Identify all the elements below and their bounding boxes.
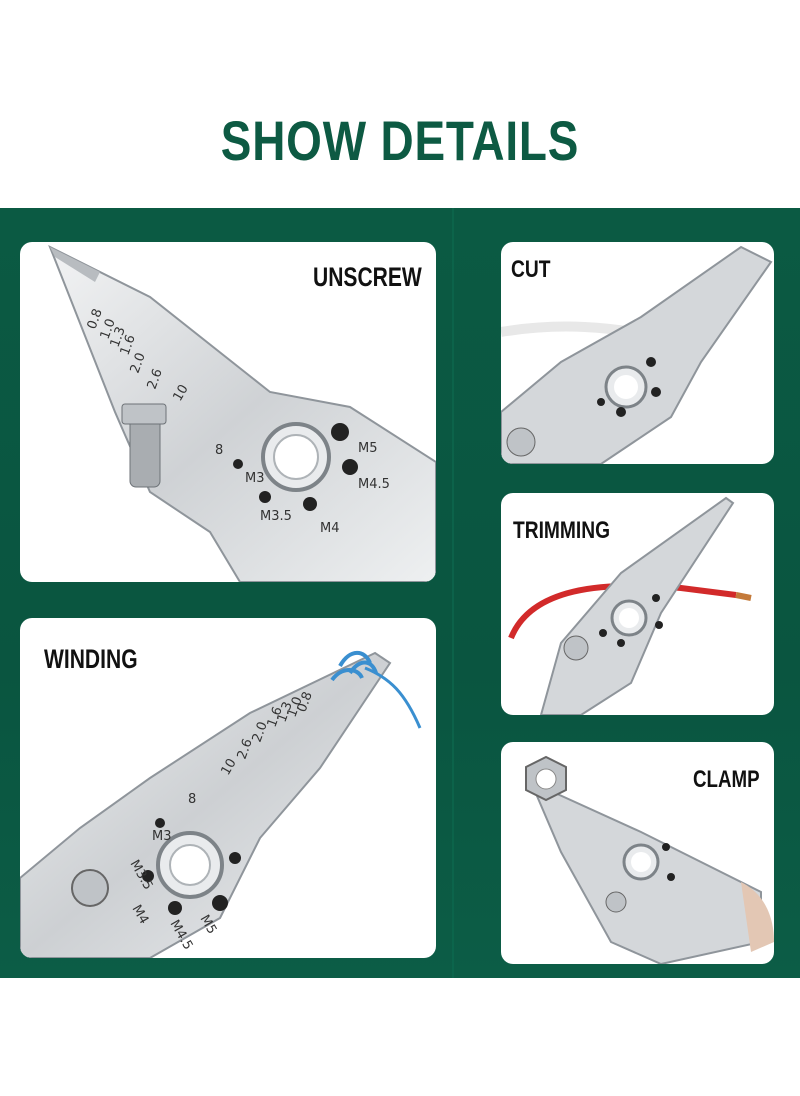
pliers-winding-illustration: 0.8 1.0 1.3 1.6 2.0 2.6 10 8 M3 M3.5 M4 … (20, 650, 422, 958)
card-unscrew: 0.8 1.0 1.3 1.6 2.0 2.6 10 8 M3 M3.5 M4 … (20, 242, 436, 582)
svg-text:0.8: 0.8 (295, 690, 316, 715)
pliers-cut-illustration (501, 245, 773, 464)
pliers-unscrew-illustration: 0.8 1.0 1.3 1.6 2.0 2.6 10 8 M3 M3.5 M4 … (48, 244, 436, 582)
svg-text:M4: M4 (320, 521, 340, 536)
svg-text:1.0: 1.0 (98, 317, 119, 342)
svg-text:M3: M3 (245, 471, 265, 486)
label-trimming: TRIMMING (513, 517, 611, 544)
svg-text:2.0: 2.0 (250, 720, 271, 745)
svg-text:2.6: 2.6 (235, 737, 256, 762)
pliers-trimming-illustration (508, 496, 752, 715)
svg-text:10: 10 (218, 756, 239, 778)
svg-text:0.8: 0.8 (85, 307, 106, 332)
label-unscrew: UNSCREW (313, 262, 422, 292)
card-winding: 0.8 1.0 1.3 1.6 2.0 2.6 10 8 M3 M3.5 M4 … (20, 618, 436, 958)
svg-text:1.3: 1.3 (275, 700, 296, 725)
panel-divider (452, 208, 454, 978)
svg-text:2.0: 2.0 (128, 351, 149, 376)
svg-text:M3.5: M3.5 (260, 509, 292, 524)
svg-text:M3: M3 (152, 829, 172, 844)
svg-text:8: 8 (188, 792, 196, 807)
svg-text:2.6: 2.6 (145, 367, 166, 392)
svg-text:8: 8 (215, 443, 223, 458)
label-clamp: CLAMP (693, 766, 760, 793)
card-cut: CUT (501, 242, 774, 464)
svg-text:1.6: 1.6 (118, 333, 139, 358)
label-cut: CUT (511, 256, 551, 283)
svg-text:1.6: 1.6 (265, 705, 286, 730)
svg-text:10: 10 (170, 382, 191, 404)
label-winding: WINDING (44, 644, 138, 674)
card-clamp: CLAMP (501, 742, 774, 964)
card-trimming: TRIMMING (501, 493, 774, 715)
page-title: SHOW DETAILS (220, 109, 580, 172)
pliers-clamp-illustration (525, 755, 774, 964)
svg-text:1.3: 1.3 (108, 325, 129, 350)
svg-text:M4.5: M4.5 (358, 477, 390, 492)
svg-text:M5: M5 (358, 441, 378, 456)
svg-text:1.0: 1.0 (285, 695, 306, 720)
